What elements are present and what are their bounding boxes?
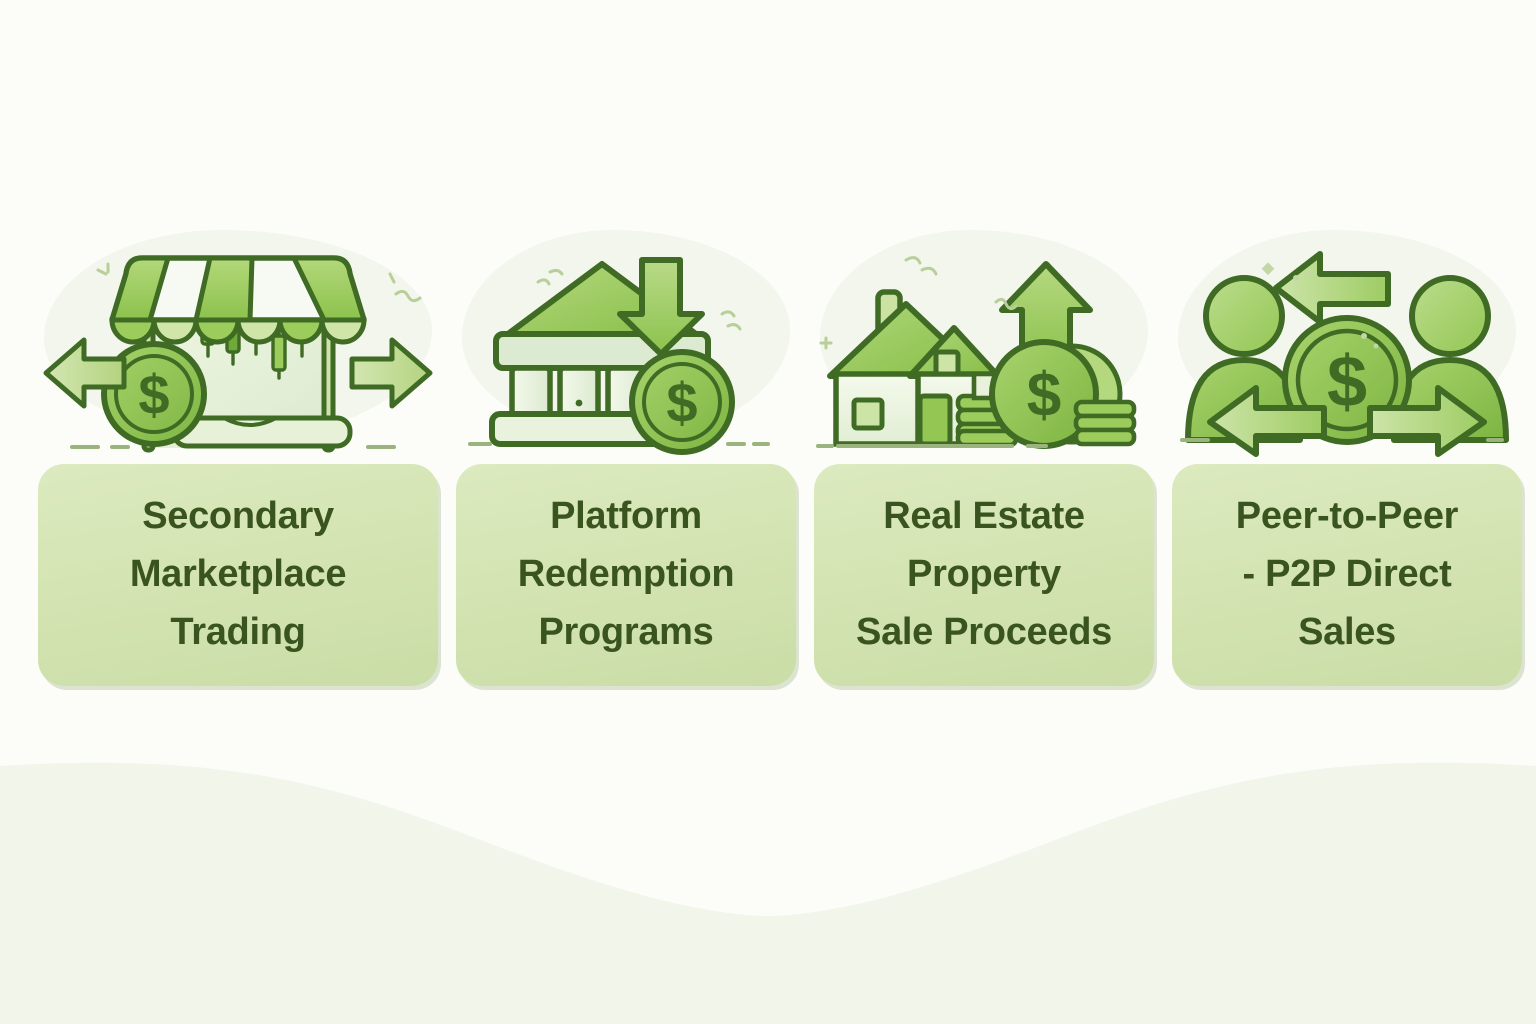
card-peer-to-peer-p2p-direct-sales[interactable]: $ Peer-to- [1172, 222, 1522, 686]
card-secondary-marketplace-trading[interactable]: $ Secondary Marketplace Trading [38, 222, 438, 686]
svg-text:$: $ [1027, 361, 1061, 430]
label-platform-redemption-programs: Platform Redemption Programs [517, 495, 735, 653]
peer-to-peer-exchange-icon: $ [1180, 251, 1509, 457]
icon-area-peer-to-peer-p2p-direct-sales: $ [1172, 222, 1522, 464]
label-card-secondary-marketplace-trading[interactable]: Secondary Marketplace Trading [38, 464, 438, 686]
house-sale-proceeds-icon: $ [816, 256, 1137, 449]
icon-area-platform-redemption-programs: $ [456, 222, 796, 464]
svg-text:$: $ [1327, 342, 1367, 422]
icon-area-real-estate-property-sale-proceeds: $ [814, 222, 1154, 464]
label-secondary-marketplace-trading: Secondary Marketplace Trading [129, 495, 347, 653]
label-card-platform-redemption-programs[interactable]: Platform Redemption Programs [456, 464, 796, 686]
marketplace-stall-icon: $ [43, 255, 433, 453]
bottom-wave-decoration [0, 762, 1536, 1024]
liquidity-options-row: $ Secondary Marketplace Trading [38, 222, 1522, 686]
svg-text:$: $ [138, 363, 169, 426]
label-card-real-estate-property-sale-proceeds[interactable]: Real Estate Property Sale Proceeds [814, 464, 1154, 686]
card-real-estate-property-sale-proceeds[interactable]: $ [814, 222, 1154, 686]
label-peer-to-peer-p2p-direct-sales: Peer-to-Peer - P2P Direct Sales [1235, 495, 1459, 653]
svg-text:$: $ [666, 371, 697, 434]
card-platform-redemption-programs[interactable]: $ Platform Redemption Programs [456, 222, 796, 686]
label-real-estate-property-sale-proceeds: Real Estate Property Sale Proceeds [856, 495, 1112, 653]
icon-area-secondary-marketplace-trading: $ [38, 222, 438, 464]
bank-redemption-icon: $ [468, 257, 770, 455]
label-card-peer-to-peer-p2p-direct-sales[interactable]: Peer-to-Peer - P2P Direct Sales [1172, 464, 1522, 686]
